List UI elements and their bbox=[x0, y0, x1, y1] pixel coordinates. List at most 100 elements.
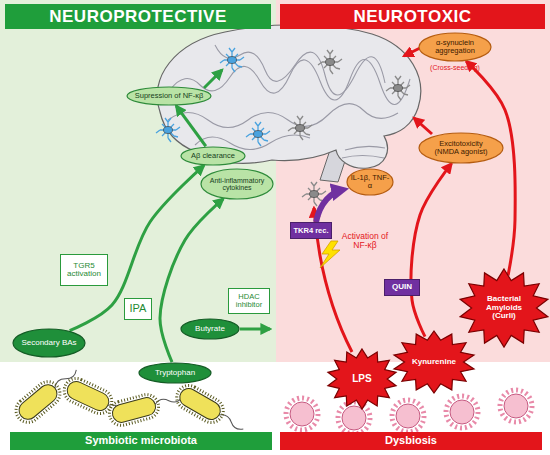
ellipse-shape bbox=[347, 169, 393, 195]
text-holder: QUIN bbox=[385, 280, 419, 295]
microbe-sphere bbox=[392, 400, 424, 432]
microglia-cell bbox=[318, 50, 342, 74]
toxic-effect-ellipse: α-synuclein aggregation bbox=[418, 32, 492, 62]
bacterium bbox=[172, 381, 249, 439]
mechanism-box: TGR5 activation bbox=[60, 254, 108, 286]
microbe-sphere bbox=[286, 398, 318, 430]
node-text: TKR4 rec. bbox=[293, 227, 328, 235]
pathway-arrow bbox=[240, 328, 270, 331]
annotation-text: (Cross-seeding) bbox=[418, 64, 492, 72]
star-shape bbox=[328, 349, 396, 409]
effect-ellipse: Anti-inflammatory cytokines bbox=[200, 168, 274, 200]
text-holder: Butyrate bbox=[180, 318, 240, 340]
text-holder: NEUROPROTECTIVE bbox=[5, 4, 271, 29]
microbe-sphere bbox=[446, 396, 478, 428]
activation-swoosh bbox=[316, 190, 342, 222]
text-holder: Bacterial Amyloids (Curli) bbox=[458, 268, 550, 348]
metabolite-ellipse: Butyrate bbox=[180, 318, 240, 340]
metabolite-ellipse: Tryptophan bbox=[138, 362, 212, 384]
ellipse-shape bbox=[419, 133, 503, 163]
text-holder: Kynurenine bbox=[392, 330, 476, 394]
node-text: LPS bbox=[352, 374, 371, 385]
toxin-star: LPS bbox=[326, 348, 398, 410]
node-text: NEUROPROTECTIVE bbox=[49, 8, 227, 26]
node-text: Excitotoxicity (NMDA agonist) bbox=[426, 140, 496, 156]
star-shape bbox=[460, 269, 548, 347]
text-holder: HDAC inhibitor bbox=[229, 289, 269, 313]
node-text: IL-1β, TNF-α bbox=[350, 174, 390, 190]
text-holder: α-synuclein aggregation bbox=[418, 32, 492, 62]
text-holder: Aβ clearance bbox=[180, 146, 246, 166]
text-holder: TGR5 activation bbox=[61, 255, 107, 285]
toxic-effect-ellipse: IL-1β, TNF-α bbox=[346, 168, 394, 196]
bacteria bbox=[11, 361, 249, 440]
receptor-box: TKR4 rec. bbox=[290, 222, 332, 239]
node-text: NEUROTOXIC bbox=[353, 8, 471, 26]
ellipse-shape bbox=[419, 33, 491, 61]
text-holder: Symbiotic microbiota bbox=[10, 432, 272, 450]
ellipse-shape bbox=[201, 169, 273, 199]
ellipse-shape bbox=[139, 363, 211, 383]
node-text: Symbiotic microbiota bbox=[85, 435, 197, 447]
effect-ellipse: Aβ clearance bbox=[180, 146, 246, 166]
effect-ellipse: Supression of NF-κβ bbox=[126, 86, 212, 106]
microglia-cell bbox=[156, 118, 180, 142]
mechanism-box: HDAC inhibitor bbox=[228, 288, 270, 314]
receptor-box: QUIN bbox=[384, 279, 420, 296]
pathway-arrow bbox=[204, 70, 222, 88]
ellipse-shape bbox=[13, 329, 85, 357]
mechanism-box: IPA bbox=[124, 298, 152, 320]
footer-band: Symbiotic microbiota bbox=[10, 432, 272, 450]
node-text: α-synuclein aggregation bbox=[424, 39, 486, 55]
text-holder: IPA bbox=[125, 299, 151, 319]
node-text: Tryptophan bbox=[155, 369, 195, 377]
star-shape bbox=[394, 331, 474, 393]
microglia-cell bbox=[288, 116, 312, 140]
toxic-effect-ellipse: Excitotoxicity (NMDA agonist) bbox=[418, 132, 504, 164]
text-holder: TKR4 rec. bbox=[291, 223, 331, 238]
microglia-cell bbox=[220, 48, 244, 72]
section-header: NEUROTOXIC bbox=[280, 4, 545, 29]
node-text: Kynurenine bbox=[412, 358, 456, 366]
pathway-arrow bbox=[404, 48, 420, 56]
toxin-star: Bacterial Amyloids (Curli) bbox=[458, 268, 550, 348]
ellipse-shape bbox=[181, 147, 245, 165]
text-holder: NEUROTOXIC bbox=[280, 4, 545, 29]
annotation-text: Activation of NF-κβ bbox=[338, 232, 392, 251]
node-text: Butyrate bbox=[195, 325, 225, 333]
microbe-sphere bbox=[338, 402, 370, 434]
pathway-arrow bbox=[70, 166, 204, 331]
metabolite-ellipse: Secondary BAs bbox=[12, 328, 86, 358]
section-header: NEUROPROTECTIVE bbox=[5, 4, 271, 29]
text-holder: Anti-inflammatory cytokines bbox=[200, 168, 274, 200]
text-holder: Secondary BAs bbox=[12, 328, 86, 358]
node-text: TGR5 activation bbox=[61, 262, 107, 279]
text-holder: Dysbiosis bbox=[280, 432, 542, 450]
ellipse-shape bbox=[181, 319, 239, 339]
text-holder: LPS bbox=[326, 348, 398, 410]
microglia-cell bbox=[386, 76, 410, 100]
node-text: Dysbiosis bbox=[385, 435, 437, 447]
microglia-cell bbox=[246, 122, 270, 146]
node-text: Aβ clearance bbox=[191, 152, 235, 160]
bacterium bbox=[107, 385, 186, 428]
text-holder: Excitotoxicity (NMDA agonist) bbox=[418, 132, 504, 164]
node-text: Supression of NF-κβ bbox=[135, 92, 204, 100]
node-text: IPA bbox=[130, 303, 147, 315]
text-holder: Tryptophan bbox=[138, 362, 212, 384]
pathway-arrow bbox=[176, 106, 206, 146]
node-text: Anti-inflammatory cytokines bbox=[204, 177, 270, 192]
toxin-star: Kynurenine bbox=[392, 330, 476, 394]
ellipse-shape bbox=[127, 87, 211, 105]
pathway-arrow bbox=[466, 61, 515, 275]
node-text: HDAC inhibitor bbox=[229, 293, 269, 309]
node-text: QUIN bbox=[392, 283, 412, 291]
pathogenic-microbes bbox=[286, 390, 532, 434]
lightning-symbol bbox=[320, 241, 340, 268]
pathway-arrow bbox=[414, 118, 432, 134]
text-holder: IL-1β, TNF-α bbox=[346, 168, 394, 196]
node-text: Secondary BAs bbox=[21, 339, 76, 347]
text-holder: Supression of NF-κβ bbox=[126, 86, 212, 106]
